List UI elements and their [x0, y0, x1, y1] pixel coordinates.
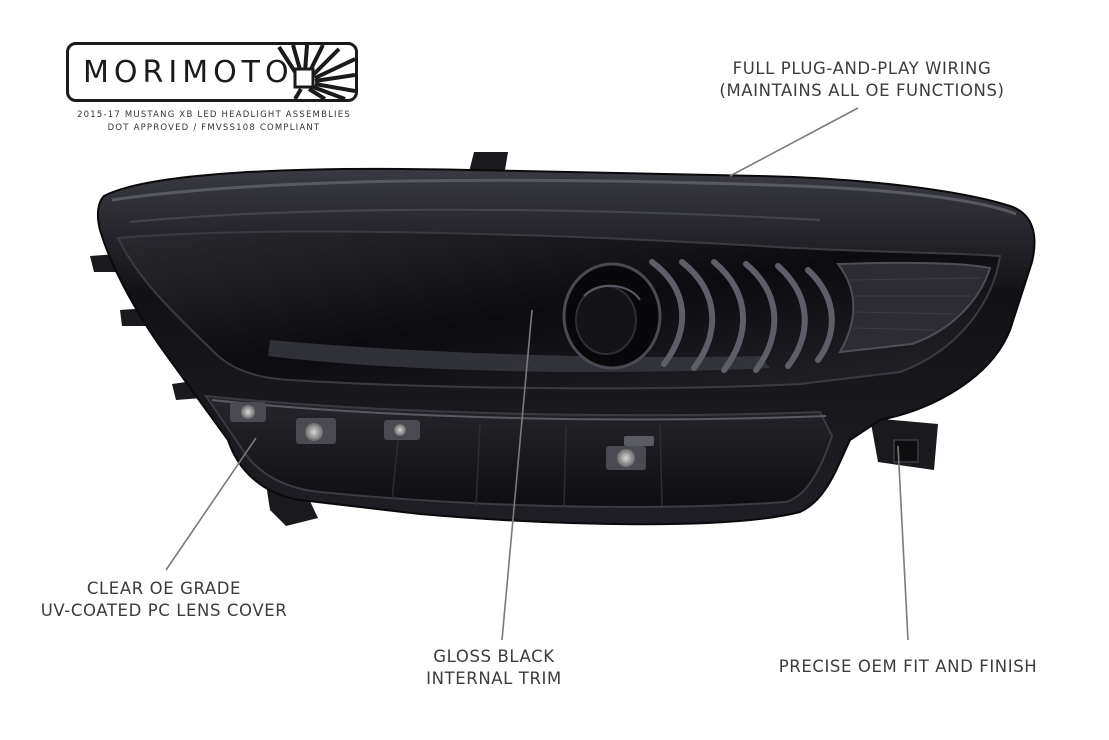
callout-fit-line1: PRECISE OEM FIT AND FINISH: [778, 657, 1038, 676]
callout-oem-fit: PRECISE OEM FIT AND FINISH: [760, 656, 1056, 678]
callout-leader-lines: [165, 107, 909, 641]
callout-lens-cover: CLEAR OE GRADE UV-COATED PC LENS COVER: [20, 578, 308, 622]
callout-trim-line2: INTERNAL TRIM: [426, 669, 562, 688]
callout-wiring-line1: FULL PLUG-AND-PLAY WIRING: [732, 59, 992, 78]
callout-plug-and-play-wiring: FULL PLUG-AND-PLAY WIRING (MAINTAINS ALL…: [704, 58, 1020, 102]
light-bar-fins: [649, 259, 835, 373]
projector-lens: [562, 262, 662, 370]
callout-trim-line1: GLOSS BLACK: [433, 647, 555, 666]
logo-brand-text: MORIMOTO: [83, 55, 294, 90]
logo-subtitle-model: 2015-17 MUSTANG XB LED HEADLIGHT ASSEMBL…: [77, 110, 351, 120]
corner-reflector: [836, 261, 992, 354]
wiring-connector: [893, 439, 919, 463]
callout-lens-line2: UV-COATED PC LENS COVER: [40, 601, 288, 620]
callout-lens-line1: CLEAR OE GRADE: [86, 579, 242, 598]
callout-wiring-line2: (MAINTAINS ALL OE FUNCTIONS): [719, 81, 1005, 100]
morimoto-logo: MORIMOTO: [66, 42, 358, 102]
sun-burst-icon: [277, 45, 355, 99]
logo-subtitle-compliance: DOT APPROVED / FMVSS108 COMPLIANT: [107, 123, 321, 133]
led-chips: [230, 402, 654, 470]
callout-internal-trim: GLOSS BLACK INTERNAL TRIM: [414, 646, 574, 690]
